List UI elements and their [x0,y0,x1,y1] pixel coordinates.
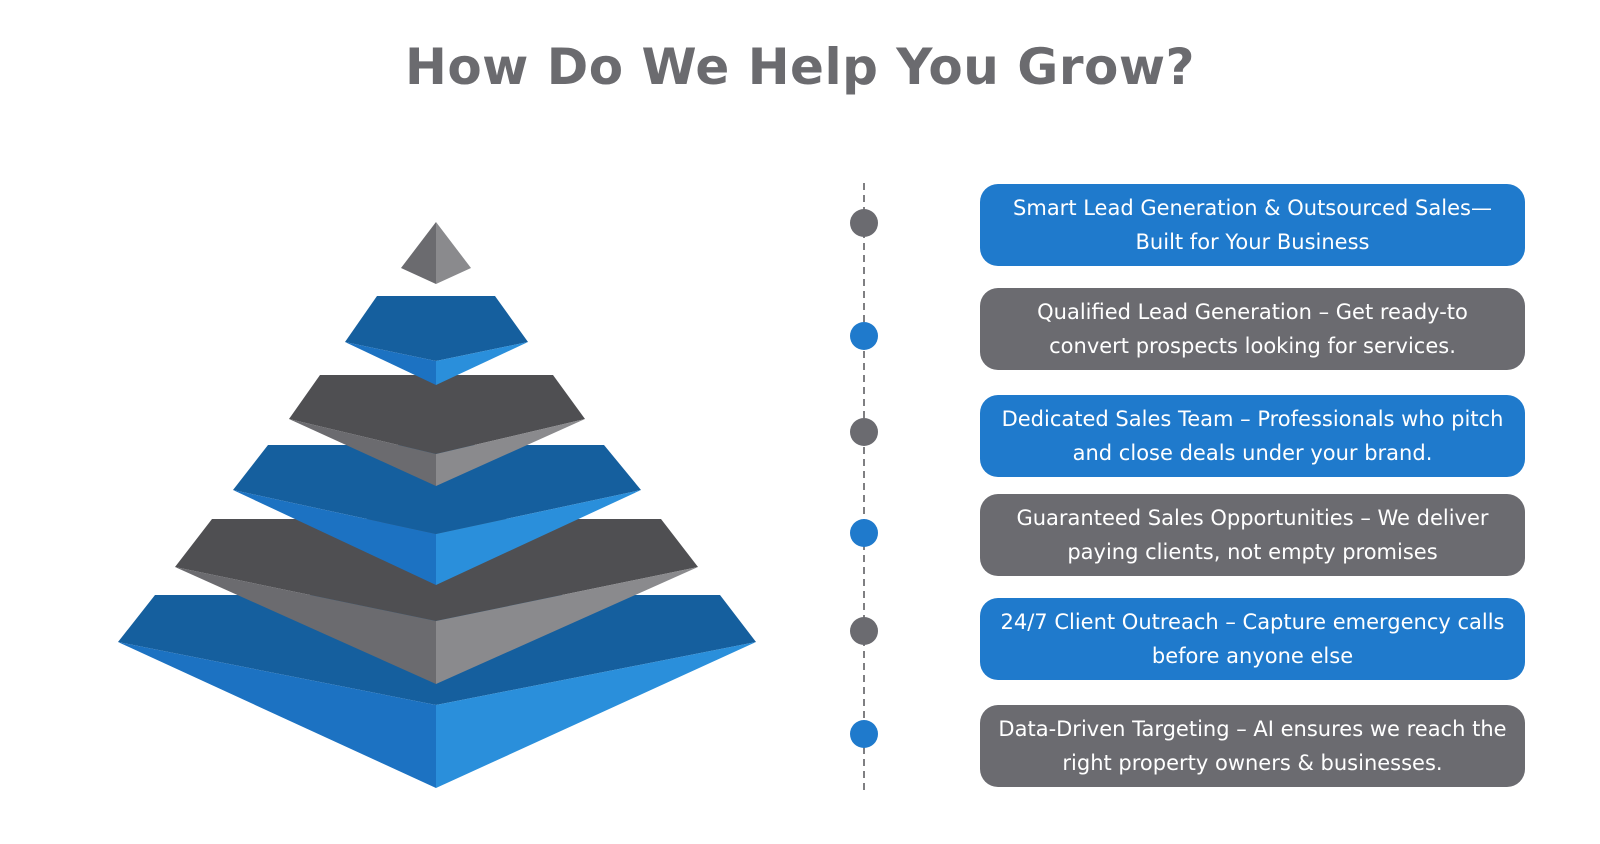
step-card-3: Dedicated Sales Team – Professionals who… [980,395,1525,477]
pyramid-layer-4-left [233,490,436,585]
step-card-1: Smart Lead Generation & Outsourced Sales… [980,184,1525,266]
step-card-4: Guaranteed Sales Opportunities – We deli… [980,494,1525,576]
pyramid-apex-right [436,222,471,284]
timeline-dot-4 [850,519,878,547]
pyramid-apex-left [401,222,436,284]
pyramid-layer-2-left [345,342,436,385]
timeline-dot-1 [850,209,878,237]
timeline-dot-5 [850,617,878,645]
pyramid-layer-3-right [436,419,585,486]
pyramid-layer-5-left [175,567,436,684]
timeline-dot-3 [850,418,878,446]
step-text-1: Smart Lead Generation & Outsourced Sales… [1013,196,1492,254]
page-title: How Do We Help You Grow? [404,38,1196,96]
step-text-5: 24/7 Client Outreach – Capture emergency… [1000,610,1505,668]
step-text-4: Guaranteed Sales Opportunities – We deli… [1016,506,1489,564]
step-text-2: Qualified Lead Generation – Get ready-to… [1037,300,1468,358]
timeline-dot-2 [850,322,878,350]
step-text-3: Dedicated Sales Team – Professionals who… [1001,407,1504,465]
step-card-2: Qualified Lead Generation – Get ready-to… [980,288,1525,370]
pyramid-layer-2-top [345,296,528,361]
pyramid-layer-6-right [436,642,756,788]
pyramid-layer-6-left [118,642,436,788]
pyramid-layer-3-left [289,419,436,486]
step-card-6: Data-Driven Targeting – AI ensures we re… [980,705,1525,787]
pyramid-layer-2-right [436,342,528,385]
step-text-6: Data-Driven Targeting – AI ensures we re… [998,717,1507,775]
timeline-dot-6 [850,720,878,748]
pyramid-layer-3-top [289,375,585,454]
step-card-5: 24/7 Client Outreach – Capture emergency… [980,598,1525,680]
pyramid-layer-5-right [436,567,698,684]
pyramid-layer-4-top [233,445,641,534]
pyramid-layer-4-right [436,490,641,585]
